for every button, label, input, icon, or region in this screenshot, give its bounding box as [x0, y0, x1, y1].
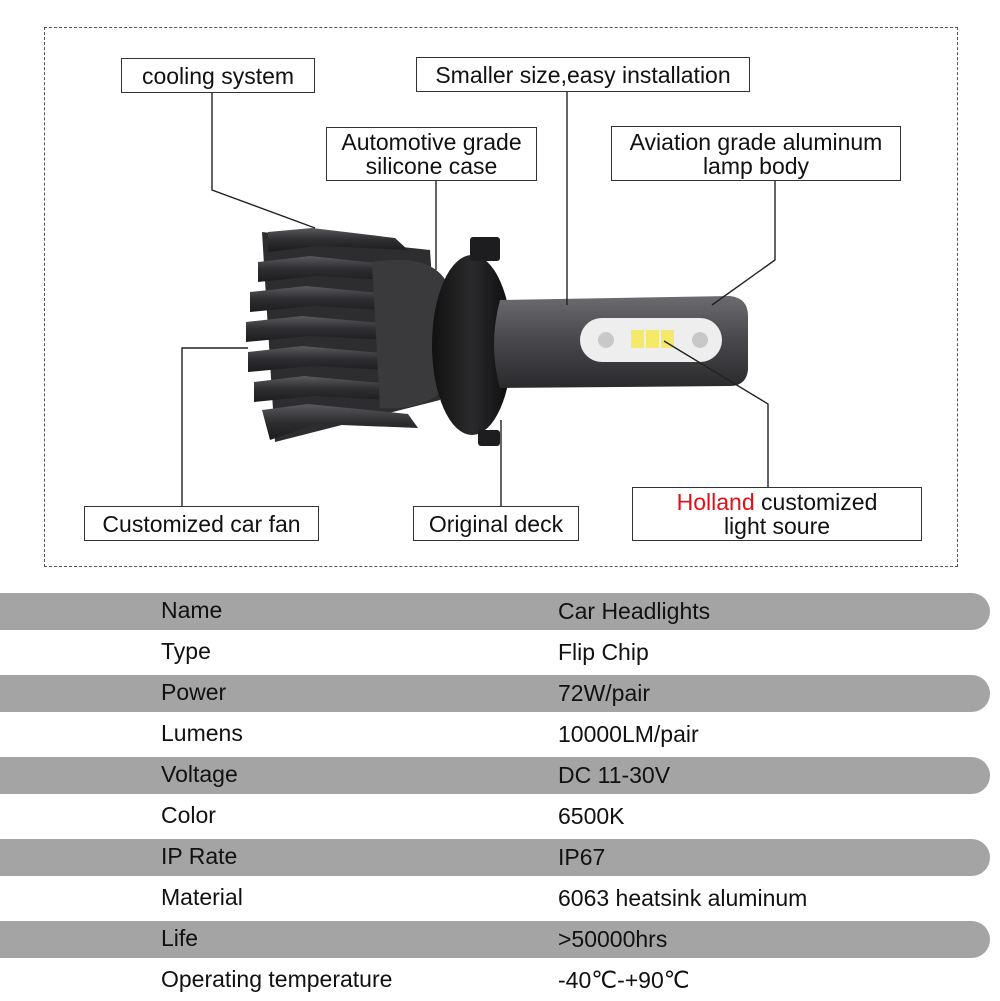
- spec-row: IP Rate IP67: [0, 837, 1000, 878]
- spec-row-band: [0, 839, 990, 876]
- callout-silicone-case-line2: silicone case: [365, 153, 498, 179]
- spec-label: Life: [161, 925, 199, 951]
- spec-row-band: [0, 962, 990, 999]
- callout-light-source-line1-rest: customized: [754, 489, 878, 515]
- spec-row-band: [0, 716, 990, 753]
- headlight-bulb-illustration: [181, 91, 776, 508]
- callout-light-source-line2: light soure: [723, 513, 831, 539]
- callout-lamp-body: Aviation grade aluminum lamp body: [611, 126, 901, 181]
- spec-row: Material 6063 heatsink aluminum: [0, 878, 1000, 919]
- spec-row: Life >50000hrs: [0, 919, 1000, 960]
- spec-row: Name Car Headlights: [0, 591, 1000, 632]
- spec-label: Power: [161, 679, 227, 705]
- leader-lines: [181, 91, 776, 508]
- spec-row-band: [0, 757, 990, 794]
- callout-silicone-case-line1: Automotive grade: [341, 129, 522, 155]
- holland-brand-text: Holland: [676, 489, 755, 515]
- callout-original-deck-text: Original deck: [428, 510, 564, 537]
- callout-silicone-case: Automotive grade silicone case: [326, 127, 537, 181]
- spec-row: Power 72W/pair: [0, 673, 1000, 714]
- diagram-frame: [44, 27, 958, 567]
- callout-light-source: Holland customized light soure: [632, 487, 922, 541]
- callout-car-fan: Customized car fan: [84, 506, 319, 541]
- callout-lamp-body-line2: lamp body: [702, 152, 810, 179]
- spec-value: -40℃-+90℃: [558, 967, 690, 993]
- spec-value: 6500K: [558, 803, 625, 829]
- spec-value: 72W/pair: [558, 680, 651, 706]
- spec-label: Type: [161, 638, 211, 664]
- spec-row: Voltage DC 11-30V: [0, 755, 1000, 796]
- callout-car-fan-text: Customized car fan: [102, 510, 301, 537]
- spec-label: Material: [161, 884, 243, 910]
- spec-value: IP67: [558, 844, 606, 870]
- spec-label: IP Rate: [161, 843, 238, 869]
- original-deck-ring: [432, 255, 512, 435]
- spec-row-band: [0, 593, 990, 630]
- spec-value: >50000hrs: [558, 926, 668, 952]
- spec-row-band: [0, 798, 990, 835]
- callout-smaller-size-text: Smaller size,easy installation: [435, 61, 731, 88]
- spec-row-band: [0, 921, 990, 958]
- spec-row: Operating temperature -40℃-+90℃: [0, 960, 1000, 1001]
- callout-lamp-body-line1: Aviation grade aluminum: [629, 128, 883, 155]
- spec-row: Color 6500K: [0, 796, 1000, 837]
- spec-row-band: [0, 634, 990, 671]
- spec-value: 10000LM/pair: [558, 721, 699, 747]
- callout-smaller-size: Smaller size,easy installation: [416, 57, 750, 92]
- spec-label: Lumens: [161, 720, 243, 746]
- spec-label: Voltage: [161, 761, 238, 787]
- callout-light-source-line1: Holland customized: [677, 490, 878, 514]
- spec-value: DC 11-30V: [558, 762, 671, 788]
- spec-label: Color: [161, 802, 216, 828]
- spec-label: Name: [161, 597, 223, 623]
- spec-row-band: [0, 675, 990, 712]
- callout-cooling-system: cooling system: [121, 58, 315, 93]
- spec-value: Car Headlights: [558, 598, 711, 624]
- spec-row-band: [0, 880, 990, 917]
- callout-original-deck: Original deck: [413, 506, 579, 541]
- spec-value: 6063 heatsink aluminum: [558, 885, 808, 911]
- callout-cooling-system-text: cooling system: [141, 62, 295, 89]
- spec-row: Type Flip Chip: [0, 632, 1000, 673]
- spec-row: Lumens 10000LM/pair: [0, 714, 1000, 755]
- spec-label: Operating temperature: [161, 966, 393, 992]
- spec-value: Flip Chip: [558, 639, 649, 665]
